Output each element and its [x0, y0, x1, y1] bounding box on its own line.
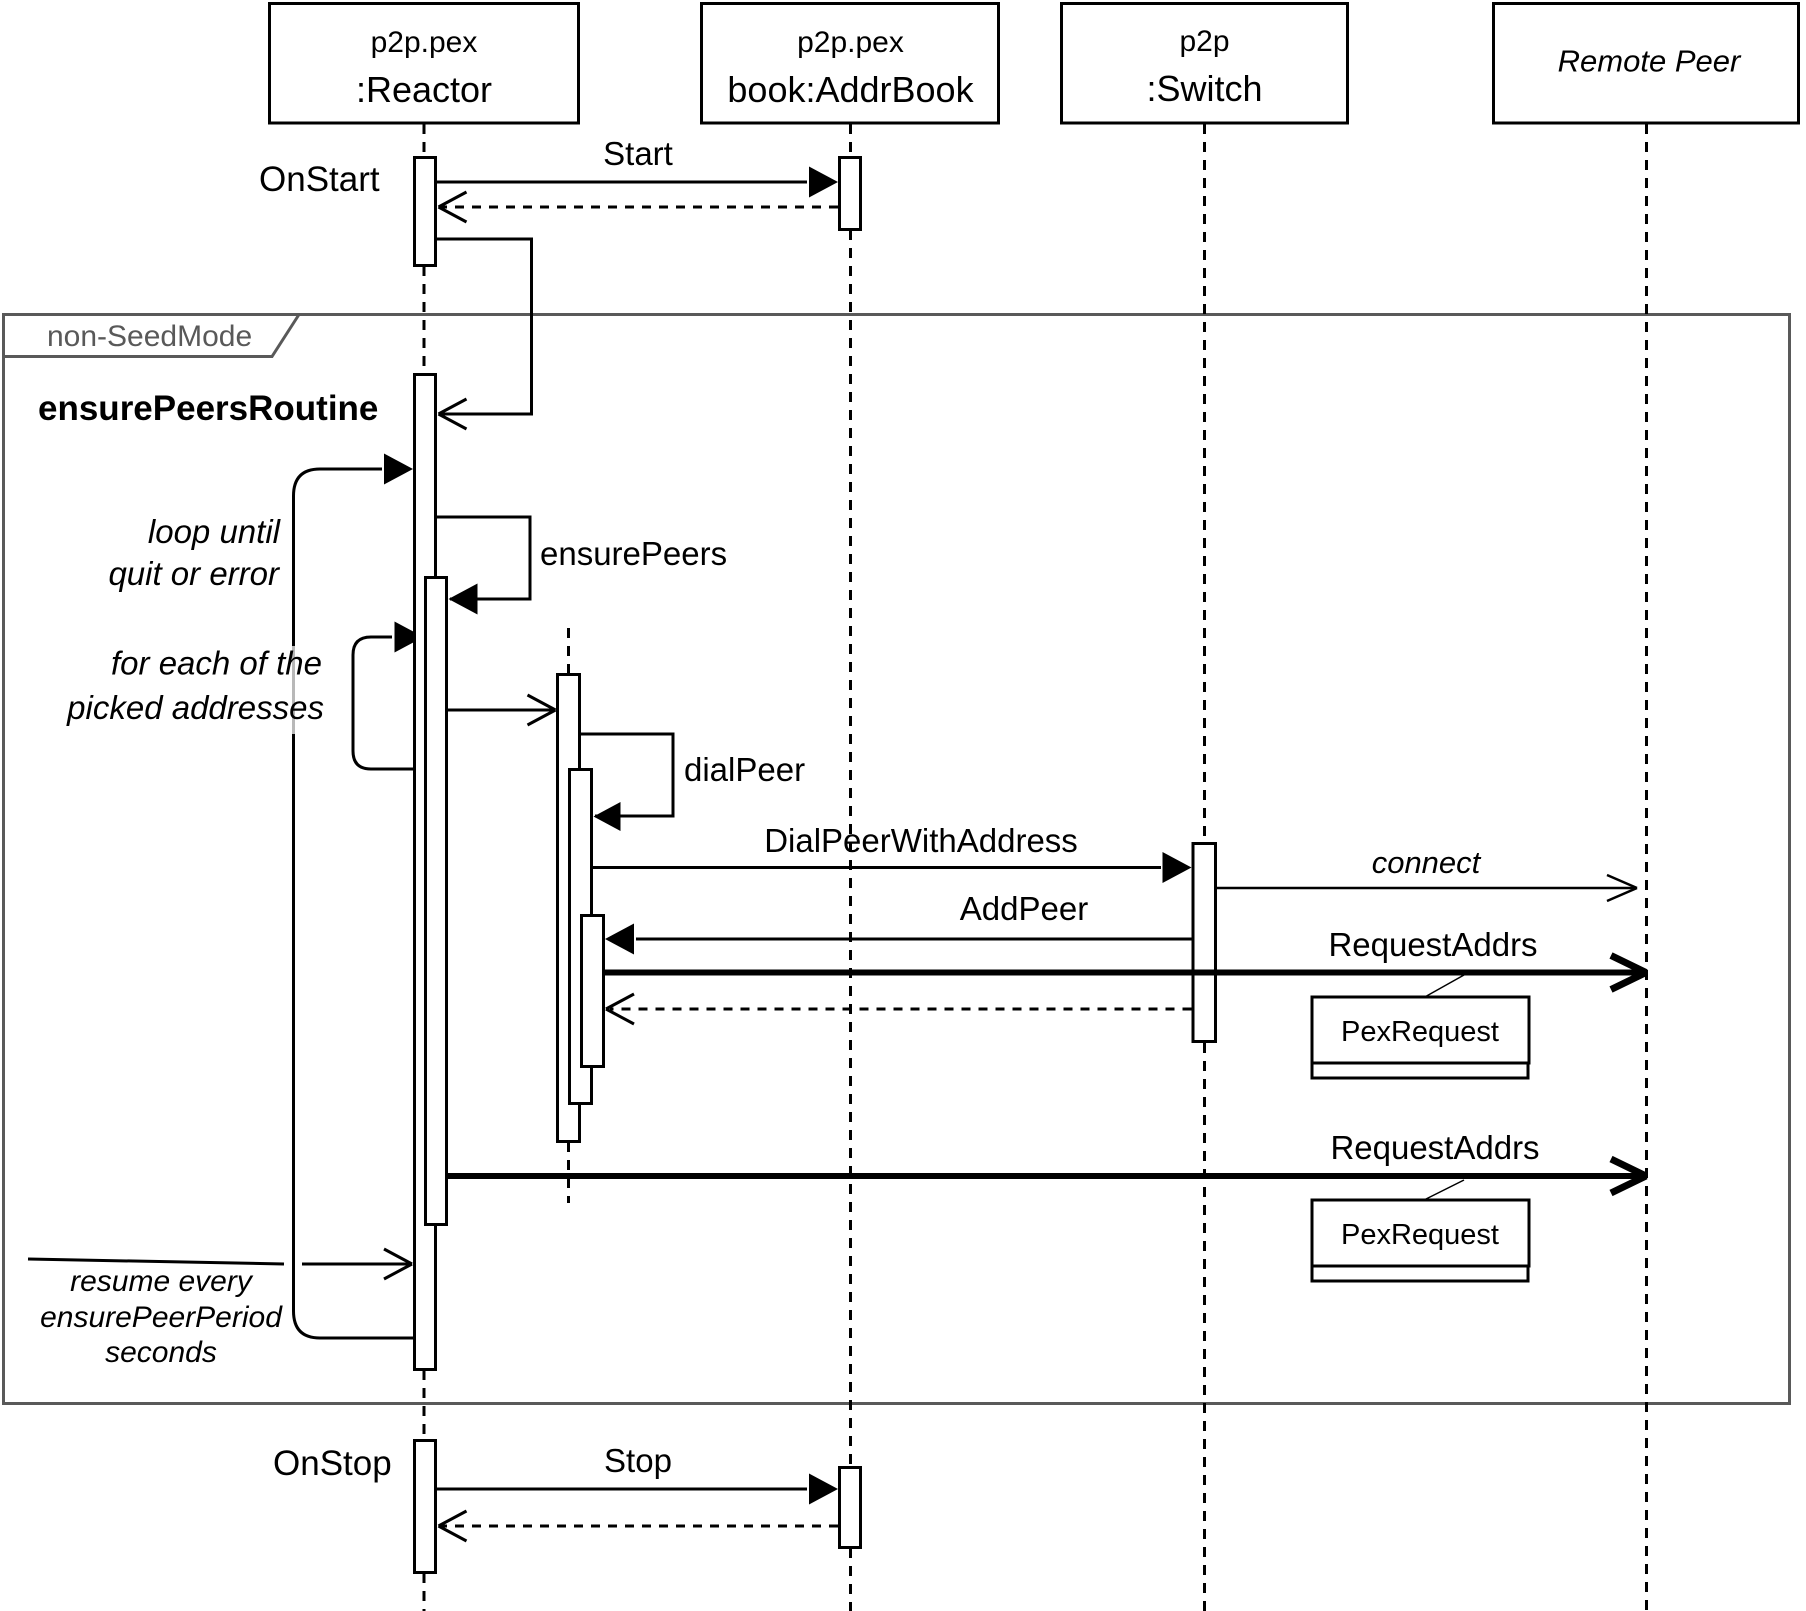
svg-text:OnStop: OnStop	[273, 1444, 392, 1483]
svg-text:connect: connect	[1372, 845, 1482, 880]
svg-text:AddPeer: AddPeer	[960, 890, 1088, 927]
svg-text:p2p.pex: p2p.pex	[371, 26, 478, 59]
svg-text::Reactor: :Reactor	[356, 69, 492, 110]
svg-text:ensurePeersRoutine: ensurePeersRoutine	[38, 389, 378, 428]
svg-text::Switch: :Switch	[1146, 68, 1262, 109]
svg-text:Remote Peer: Remote Peer	[1558, 44, 1742, 79]
svg-text:seconds: seconds	[105, 1336, 217, 1369]
svg-text:resume every: resume every	[70, 1265, 254, 1298]
svg-text:p2p: p2p	[1179, 25, 1229, 58]
svg-text:RequestAddrs: RequestAddrs	[1330, 1129, 1539, 1166]
svg-text:loop until: loop until	[148, 513, 282, 550]
svg-text:ensurePeerPeriod: ensurePeerPeriod	[40, 1301, 283, 1334]
svg-text:book:AddrBook: book:AddrBook	[727, 69, 974, 110]
svg-text:dialPeer: dialPeer	[684, 751, 805, 788]
svg-text:PexRequest: PexRequest	[1341, 1219, 1499, 1251]
svg-text:OnStart: OnStart	[259, 160, 380, 199]
svg-text:p2p.pex: p2p.pex	[797, 26, 904, 59]
svg-text:PexRequest: PexRequest	[1341, 1016, 1499, 1048]
svg-text:non-SeedMode: non-SeedMode	[47, 320, 252, 353]
svg-text:DialPeerWithAddress: DialPeerWithAddress	[764, 822, 1078, 859]
svg-text:RequestAddrs: RequestAddrs	[1328, 926, 1537, 963]
svg-text:ensurePeers: ensurePeers	[540, 535, 727, 572]
svg-text:quit or error: quit or error	[108, 555, 281, 592]
svg-text:picked addresses: picked addresses	[66, 689, 324, 726]
svg-text:Start: Start	[603, 135, 673, 172]
svg-text:Stop: Stop	[604, 1442, 672, 1479]
svg-text:for each of the: for each of the	[111, 645, 322, 682]
